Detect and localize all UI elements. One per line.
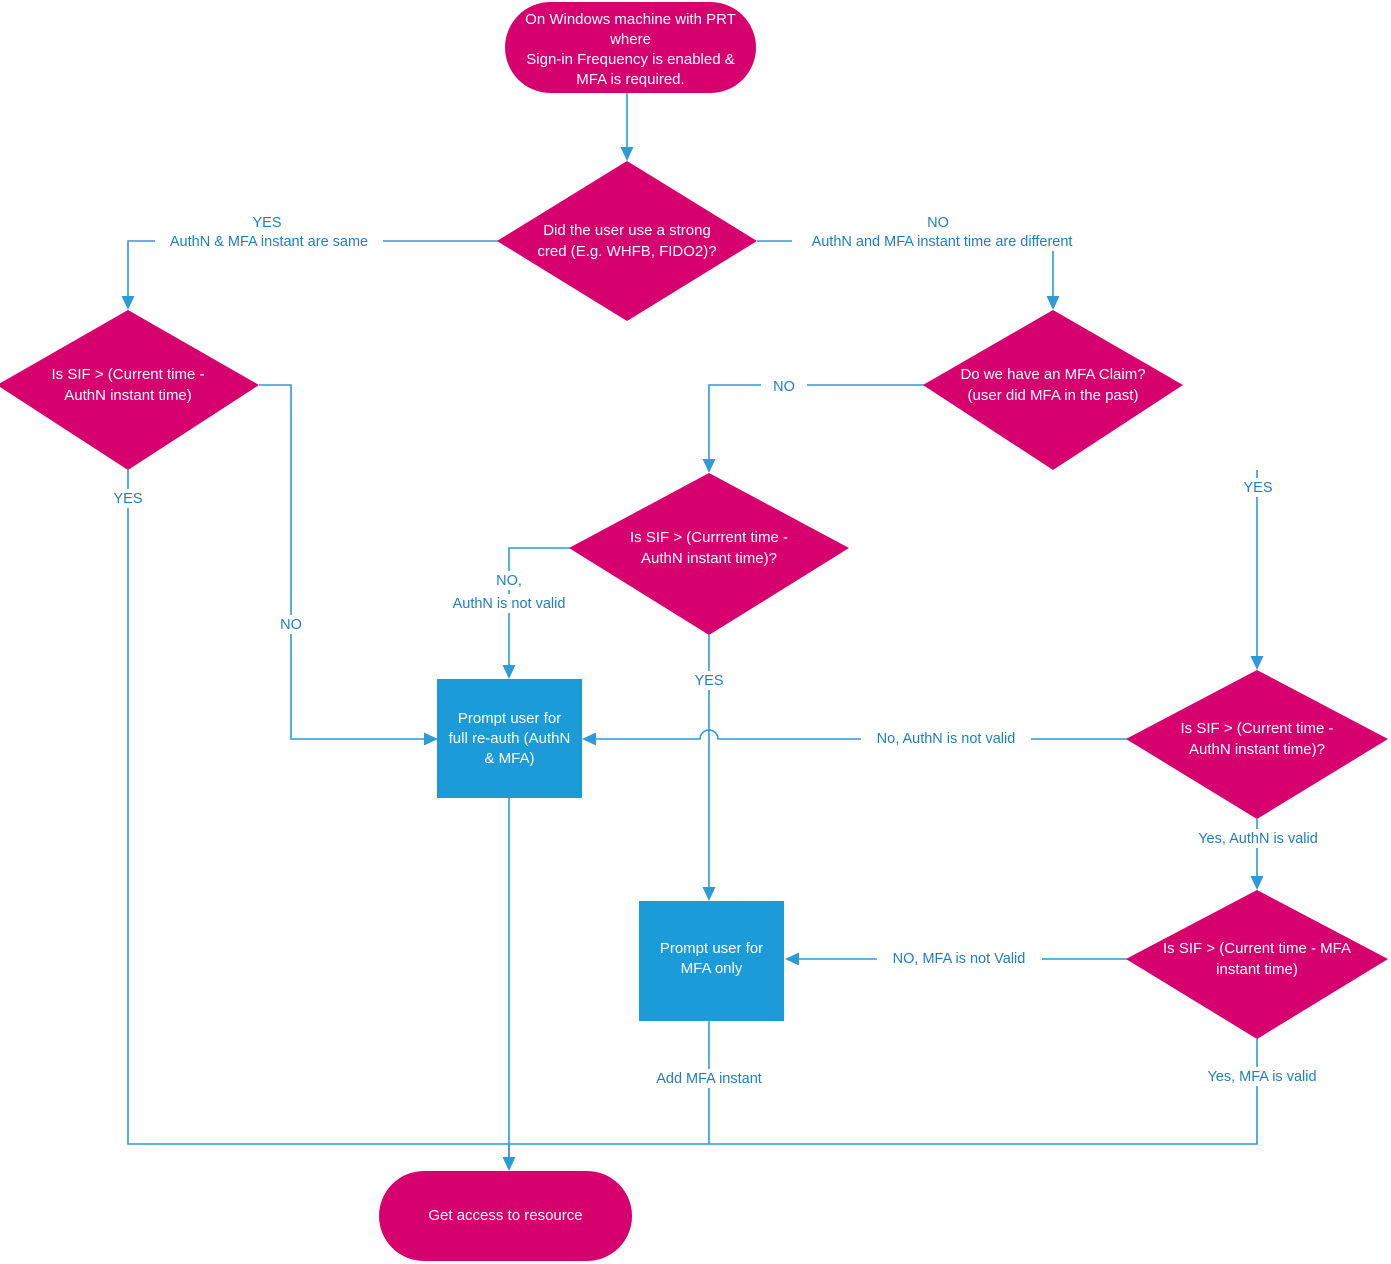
edge-mfaclaim-no [702, 384, 925, 473]
node-sif-middle-line-1: Is SIF > (Currrent time - [630, 529, 788, 546]
edge-label-leftsif-yes-text: YES [113, 491, 142, 507]
edge-label-mfaclaim-no: NO [761, 377, 807, 395]
edge-label-rightsif-mfa-no-text: NO, MFA is not Valid [893, 951, 1026, 967]
edge-leftsif-yes [127, 470, 516, 1171]
edge-label-middlesif-no-line1: NO, [496, 573, 522, 589]
edge-label-middlesif-no: NO, AuthN is not valid [437, 571, 581, 613]
node-start-line-1: On Windows machine with PRT [525, 11, 736, 28]
node-decision-sif-authn-middle[interactable]: Is SIF > (Currrent time - AuthN instant … [569, 473, 849, 635]
edge-label-rightsif-authn-yes-text: Yes, AuthN is valid [1198, 831, 1318, 847]
edge-label-leftsif-no-text: NO [280, 617, 302, 633]
edge-middlesif-no [502, 547, 580, 679]
edge-label-rightsif-authn-no: No, AuthN is not valid [861, 729, 1031, 748]
node-mfa-claim-line-2: (user did MFA in the past) [968, 387, 1139, 404]
edge-label-strongcred-no-line2: AuthN and MFA instant time are different [812, 234, 1073, 250]
edge-label-mfaclaim-yes: YES [1233, 478, 1283, 497]
node-mfa-claim-line-1: Do we have an MFA Claim? [960, 366, 1145, 383]
node-strong-cred-line-1: Did the user use a strong [543, 222, 711, 239]
node-get-access[interactable]: Get access to resource [379, 1171, 632, 1261]
node-sif-middle-line-2: AuthN instant time)? [641, 550, 777, 567]
edge-rightsif-authn-no [582, 729, 1128, 746]
edge-label-leftsif-no: NO [268, 615, 314, 634]
edge-label-strongcred-yes: YES AuthN & MFA instant are same [155, 213, 383, 251]
edge-label-middlesif-yes: YES [684, 671, 734, 690]
edge-label-strongcred-yes-line1: YES [252, 215, 281, 231]
edge-rightsif-mfa-yes [509, 1039, 1258, 1145]
node-decision-mfa-claim[interactable]: Do we have an MFA Claim? (user did MFA i… [923, 310, 1183, 470]
node-start[interactable]: On Windows machine with PRT where Sign-i… [505, 2, 756, 93]
node-start-line-2: where [609, 31, 651, 48]
edge-label-middlesif-no-line2: AuthN is not valid [453, 596, 566, 612]
edge-label-leftsif-yes: YES [103, 489, 153, 508]
edge-label-add-mfa-instant-text: Add MFA instant [656, 1071, 762, 1087]
node-mfa-only-line-2: MFA only [681, 960, 743, 977]
edge-label-mfaclaim-yes-text: YES [1243, 480, 1272, 496]
node-decision-strong-cred[interactable]: Did the user use a strong cred (E.g. WHF… [497, 161, 757, 321]
node-sif-left-line-2: AuthN instant time) [64, 387, 192, 404]
node-decision-sif-authn-right[interactable]: Is SIF > (Current time - AuthN instant t… [1126, 670, 1388, 819]
node-sif-right-line-2: AuthN instant time)? [1189, 741, 1325, 758]
node-full-reauth-line-1: Prompt user for [458, 710, 561, 727]
edge-label-rightsif-authn-no-text: No, AuthN is not valid [877, 731, 1016, 747]
node-full-reauth-line-2: full re-auth (AuthN [449, 730, 571, 747]
edge-leftsif-no [259, 384, 438, 746]
edge-label-rightsif-authn-yes: Yes, AuthN is valid [1182, 829, 1334, 848]
node-sif-right-line-1: Is SIF > (Current time - [1181, 720, 1334, 737]
node-start-line-4: MFA is required. [576, 71, 684, 88]
node-sif-mfa-line-1: Is SIF > (Current time - MFA [1163, 940, 1351, 957]
node-full-reauth-line-3: & MFA) [484, 750, 534, 767]
node-sif-mfa-line-2: instant time) [1216, 961, 1298, 978]
edge-start-to-strongcred [620, 93, 634, 161]
edge-label-rightsif-mfa-no: NO, MFA is not Valid [877, 949, 1042, 968]
node-process-prompt-mfa-only[interactable]: Prompt user for MFA only [639, 901, 784, 1021]
edge-strongcred-yes [121, 240, 498, 310]
edge-strongcred-no [757, 240, 1060, 310]
node-decision-sif-authn-left[interactable]: Is SIF > (Current time - AuthN instant t… [0, 310, 259, 470]
edge-label-strongcred-yes-line2: AuthN & MFA instant are same [170, 234, 368, 250]
edge-label-rightsif-mfa-yes: Yes, MFA is valid [1189, 1067, 1335, 1086]
node-decision-sif-mfa-right[interactable]: Is SIF > (Current time - MFA instant tim… [1126, 890, 1388, 1039]
edge-label-strongcred-no-line1: NO [927, 215, 949, 231]
edge-label-strongcred-no: NO AuthN and MFA instant time are differ… [792, 213, 1092, 251]
node-process-prompt-full-reauth[interactable]: Prompt user for full re-auth (AuthN & MF… [437, 679, 582, 798]
node-sif-left-line-1: Is SIF > (Current time - [52, 366, 205, 383]
edge-mfaclaim-yes [1250, 470, 1264, 670]
edge-label-rightsif-mfa-yes-text: Yes, MFA is valid [1207, 1069, 1316, 1085]
node-strong-cred-line-2: cred (E.g. WHFB, FIDO2)? [537, 243, 716, 260]
node-mfa-only-line-1: Prompt user for [660, 940, 763, 957]
edge-label-middlesif-yes-text: YES [694, 673, 723, 689]
edge-label-add-mfa-instant: Add MFA instant [641, 1069, 777, 1088]
edge-label-mfaclaim-no-text: NO [773, 379, 795, 395]
node-get-access-label: Get access to resource [428, 1207, 582, 1224]
node-start-line-3: Sign-in Frequency is enabled & [526, 51, 734, 68]
